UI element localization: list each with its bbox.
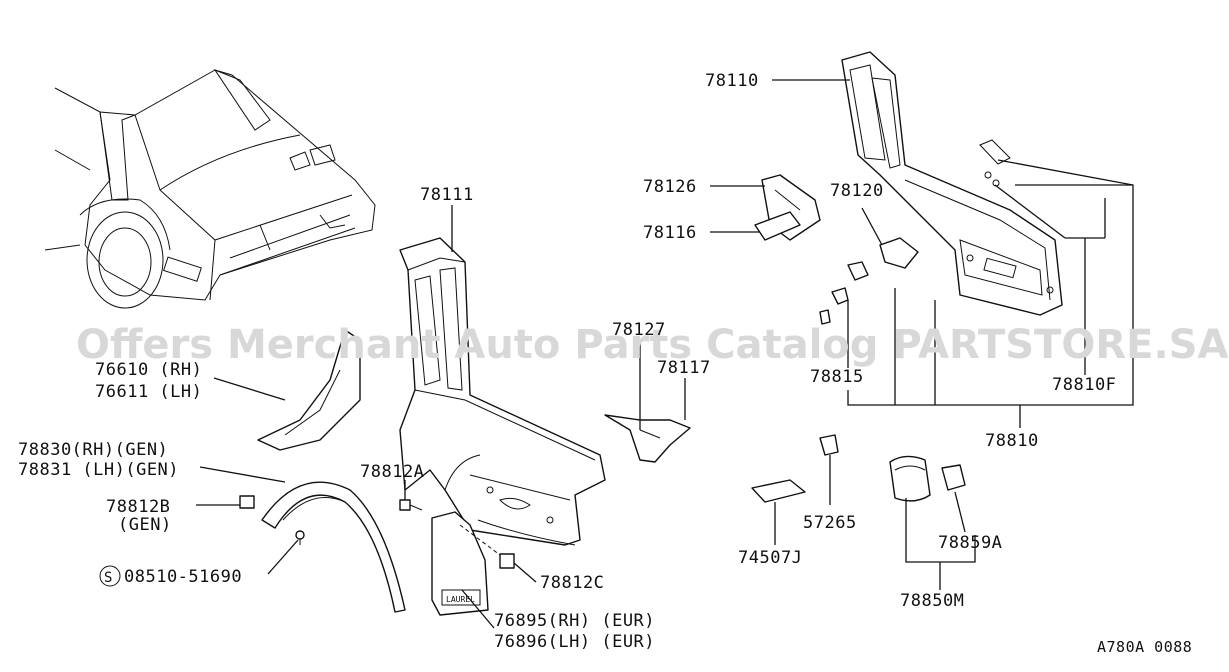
mud-flap: LAUREL <box>431 511 501 616</box>
label-76895: 76895(RH) (EUR) <box>494 611 655 631</box>
label-78120: 78120 <box>830 181 884 201</box>
pad-74507J <box>751 479 806 503</box>
bracket-57265 <box>819 434 839 456</box>
leader-lines <box>196 79 1134 629</box>
screw-08510 <box>295 530 305 545</box>
label-08510: 08510-51690 <box>124 567 242 587</box>
label-78810F: 78810F <box>1052 375 1116 395</box>
clip-78815 <box>819 261 869 325</box>
label-78116: 78116 <box>643 223 697 243</box>
plate-78120 <box>879 237 919 269</box>
label-78110: 78110 <box>705 71 759 91</box>
label-78810: 78810 <box>985 431 1039 451</box>
mudflap-brand-text: LAUREL <box>446 595 475 604</box>
filler-hinge-78859A <box>941 464 966 491</box>
label-57265: 57265 <box>803 513 857 533</box>
label-78127: 78127 <box>612 320 666 340</box>
wheel-house-liner <box>257 329 361 451</box>
label-78126: 78126 <box>643 177 697 197</box>
rear-inner-panel <box>841 51 1063 316</box>
label-78117: 78117 <box>657 358 711 378</box>
label-76896: 76896(LH) (EUR) <box>494 632 655 652</box>
bracket-78116 <box>754 211 801 241</box>
fender-protector <box>261 481 406 613</box>
figure-code: A780A 0088 <box>1097 638 1192 656</box>
filler-lid <box>889 455 931 502</box>
clip-78812C <box>499 553 515 569</box>
standard-part-symbol: S <box>99 565 121 587</box>
label-78812B: 78812B <box>106 497 170 517</box>
label-78111: 78111 <box>420 185 474 205</box>
label-78831: 78831 (LH)(GEN) <box>18 460 179 480</box>
clip-78812A <box>399 499 423 511</box>
label-78859A: 78859A <box>938 533 1002 553</box>
clip-78812B <box>239 495 255 509</box>
label-78812C: 78812C <box>540 573 604 593</box>
standard-part-symbol-text: S <box>104 570 113 586</box>
watermark: Offers Merchant Auto Parts Catalog PARTS… <box>76 322 1228 368</box>
label-78815: 78815 <box>810 367 864 387</box>
part-labels: 78110 78111 78126 78116 78120 78127 7811… <box>18 71 1192 656</box>
label-78850M: 78850M <box>900 591 964 611</box>
label-78812B-gen: (GEN) <box>118 515 172 535</box>
label-74507J: 74507J <box>738 548 802 568</box>
label-76611: 76611 (LH) <box>95 382 202 402</box>
vehicle-rear-overview <box>44 68 376 309</box>
bracket-78127 <box>604 414 691 463</box>
label-78830: 78830(RH)(GEN) <box>18 440 168 460</box>
rear-fender-panel <box>399 237 606 546</box>
label-76610: 76610 (RH) <box>95 360 202 380</box>
label-78812A: 78812A <box>360 462 424 482</box>
